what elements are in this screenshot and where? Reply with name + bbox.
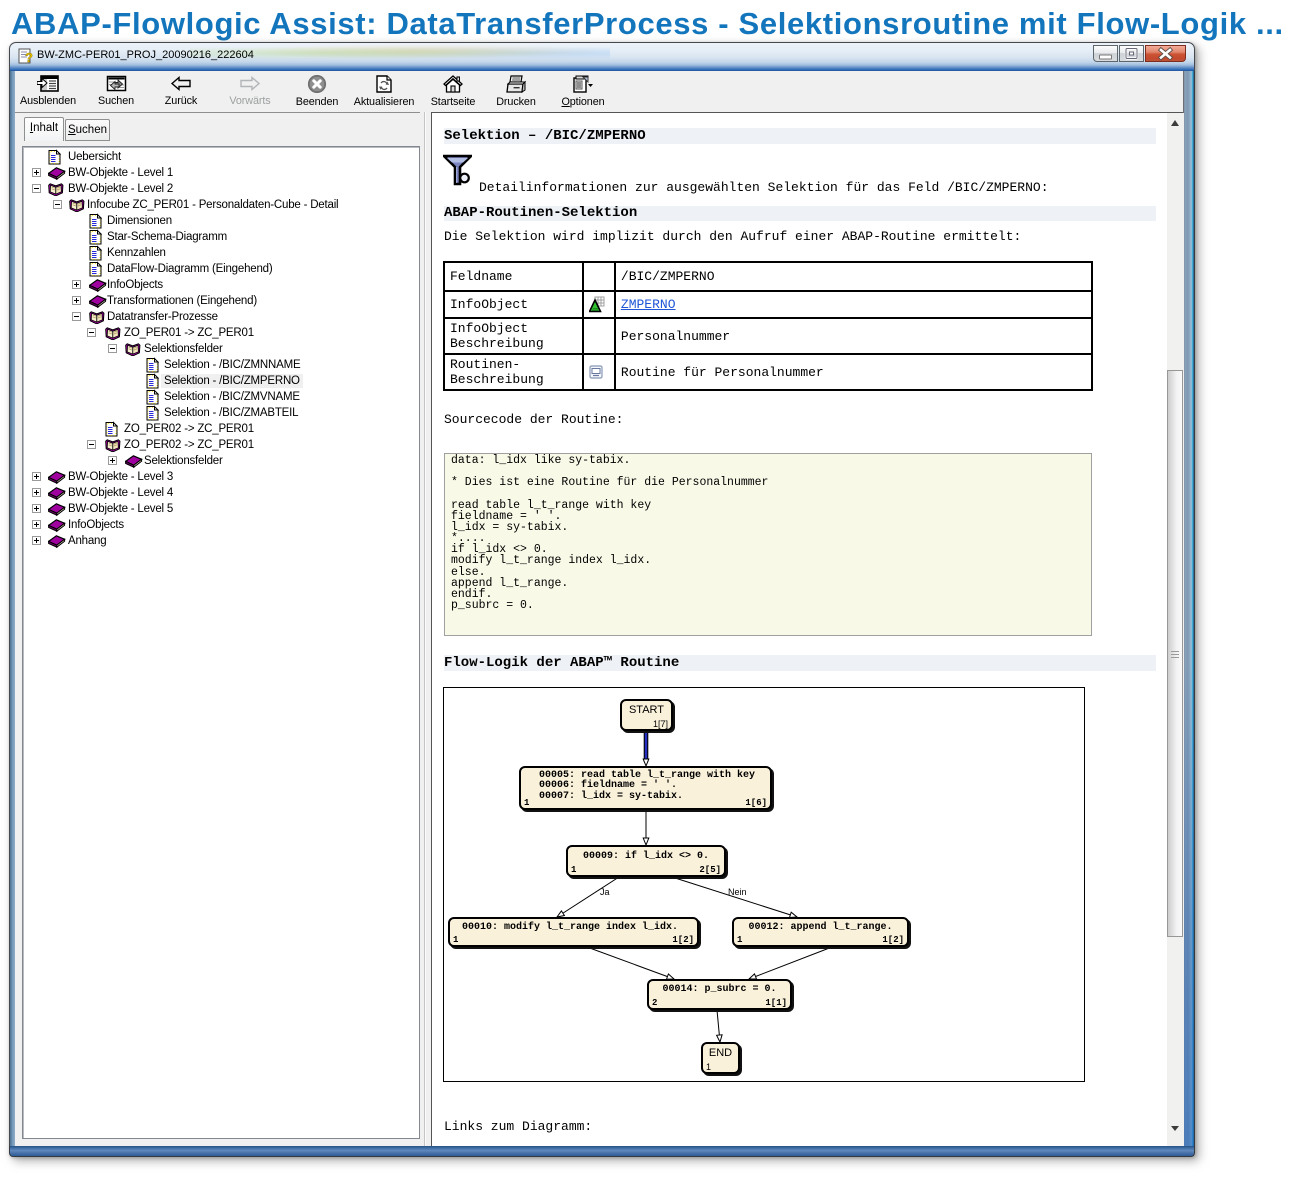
svg-text:?: ? [25, 50, 33, 64]
